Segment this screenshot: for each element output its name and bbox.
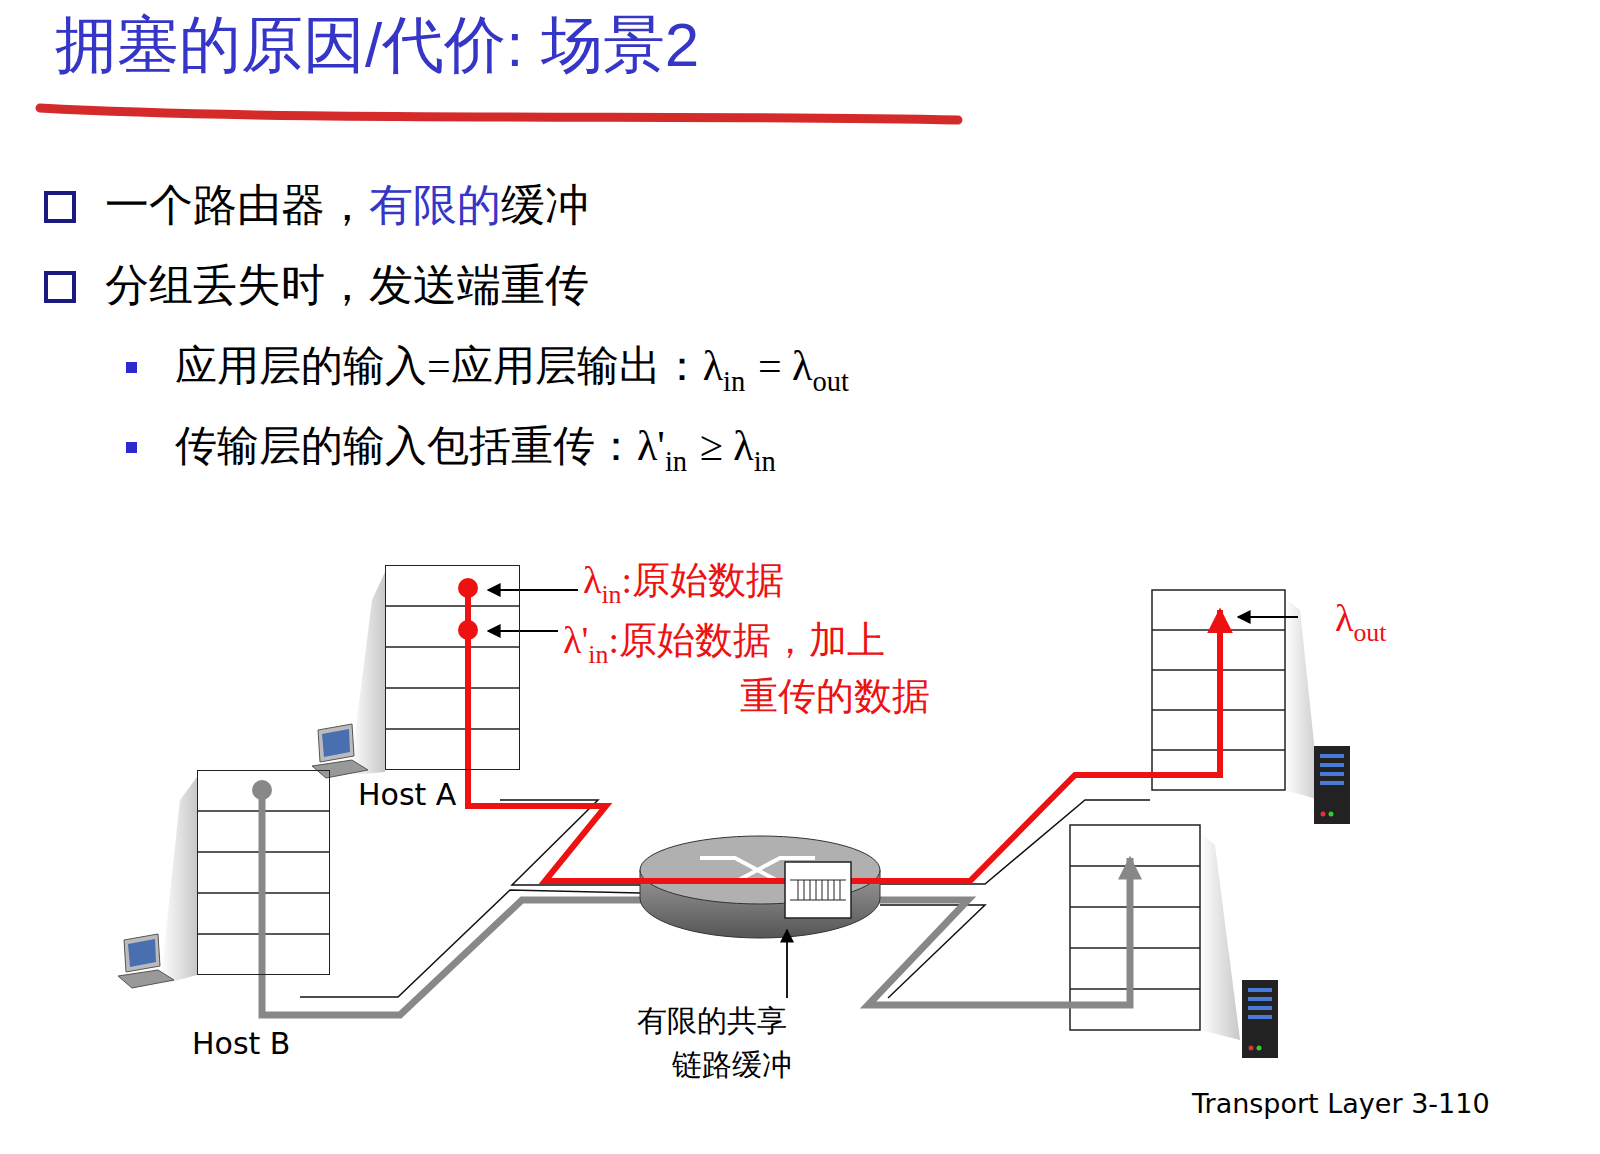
stack-layer xyxy=(385,687,520,689)
subscript: in xyxy=(723,366,745,397)
text-line: 分组丢失时，发送端重传 xyxy=(105,260,589,313)
text-line: 传输层的输入包括重传：λ'in≥ λin xyxy=(175,421,776,479)
rate-note: :原始数据，加上 xyxy=(608,619,885,661)
stack-shadow xyxy=(1200,832,1240,1040)
host-label: Host A xyxy=(356,778,458,813)
text-line: 一个路由器，有限的缓冲 xyxy=(105,180,589,233)
subscript: in xyxy=(588,640,608,669)
server-icon xyxy=(1242,980,1278,1058)
bullet-text: 一个路由器， xyxy=(105,181,369,230)
protocol-stack xyxy=(1070,825,1200,1030)
bullet-text: 分组丢失时，发送端重传 xyxy=(105,261,589,310)
stack-layer xyxy=(385,728,520,730)
bullet-square xyxy=(46,273,74,301)
link-line xyxy=(500,800,640,885)
subscript: in xyxy=(665,446,687,477)
text-line: λin:原始数据 xyxy=(583,558,784,610)
router-icon xyxy=(640,836,880,938)
stack-shadow xyxy=(160,777,197,985)
stack-layer xyxy=(1070,947,1200,949)
text-line: λout xyxy=(1335,596,1386,648)
stack-shadow xyxy=(350,572,385,775)
stack-layer xyxy=(385,605,520,607)
sub-bullet xyxy=(126,362,137,373)
text-line: 链路缓冲 xyxy=(672,1047,792,1083)
rate-note: 重传的数据 xyxy=(740,675,930,717)
link-line xyxy=(880,905,985,998)
buffer-icon xyxy=(785,862,851,918)
bullet-square xyxy=(46,193,74,221)
stack-layer xyxy=(1070,865,1200,867)
subscript: in xyxy=(754,446,776,477)
text-line: 应用层的输入=应用层输出：λin = λout xyxy=(175,341,849,399)
bullet-text: ≥ λ xyxy=(700,423,754,469)
flow-path xyxy=(262,790,1130,1015)
flow-dot xyxy=(458,578,478,598)
page-footer: Transport Layer 3-110 xyxy=(1192,1088,1490,1119)
subscript: out xyxy=(1353,618,1386,647)
stack-layer xyxy=(1070,988,1200,990)
title-underline xyxy=(40,108,958,120)
server-icon xyxy=(1314,746,1350,824)
rate-symbol: λ xyxy=(1335,597,1353,639)
stack-layer xyxy=(1070,906,1200,908)
host-label: Host B xyxy=(190,1027,292,1062)
leader-arrow xyxy=(488,630,558,632)
text-line: 有限的共享 xyxy=(637,1003,787,1039)
bullet-text: 应用层的输入=应用层输出：λ xyxy=(175,343,723,389)
slide-title: 拥塞的原因/代价: 场景2 xyxy=(55,8,699,82)
leader-arrow xyxy=(1238,616,1298,618)
bullet-text: 传输层的输入包括重传：λ' xyxy=(175,423,665,469)
text-line: λ'in:原始数据，加上 xyxy=(563,618,885,670)
sub-bullet xyxy=(126,442,137,453)
callout-text: 链路缓冲 xyxy=(672,1048,792,1081)
laptop-icon xyxy=(118,934,174,988)
subscript: in xyxy=(601,580,621,609)
bullet-text: 有限的 xyxy=(369,181,501,230)
leader-arrow xyxy=(488,589,578,591)
host-stack: Host A xyxy=(385,565,520,770)
link-line xyxy=(880,800,1150,884)
leader-arrow xyxy=(786,930,788,998)
protocol-stack xyxy=(385,565,520,770)
callout-text: 有限的共享 xyxy=(637,1004,787,1037)
rate-symbol: λ xyxy=(583,559,601,601)
flow-path xyxy=(468,588,1220,881)
link-line xyxy=(300,890,640,997)
subscript: out xyxy=(812,366,848,397)
text-line: Transport Layer 3-110 xyxy=(1192,1088,1490,1120)
bullet-text: 缓冲 xyxy=(501,181,589,230)
text-line: 重传的数据 xyxy=(740,674,930,720)
flow-dot xyxy=(458,620,478,640)
stack-layer xyxy=(385,646,520,648)
host-stack: Host B xyxy=(197,770,330,975)
rate-note: :原始数据 xyxy=(622,559,785,601)
rate-symbol: λ' xyxy=(563,619,588,661)
flow-dot xyxy=(252,780,272,800)
bullet-text: = λ xyxy=(758,343,813,389)
